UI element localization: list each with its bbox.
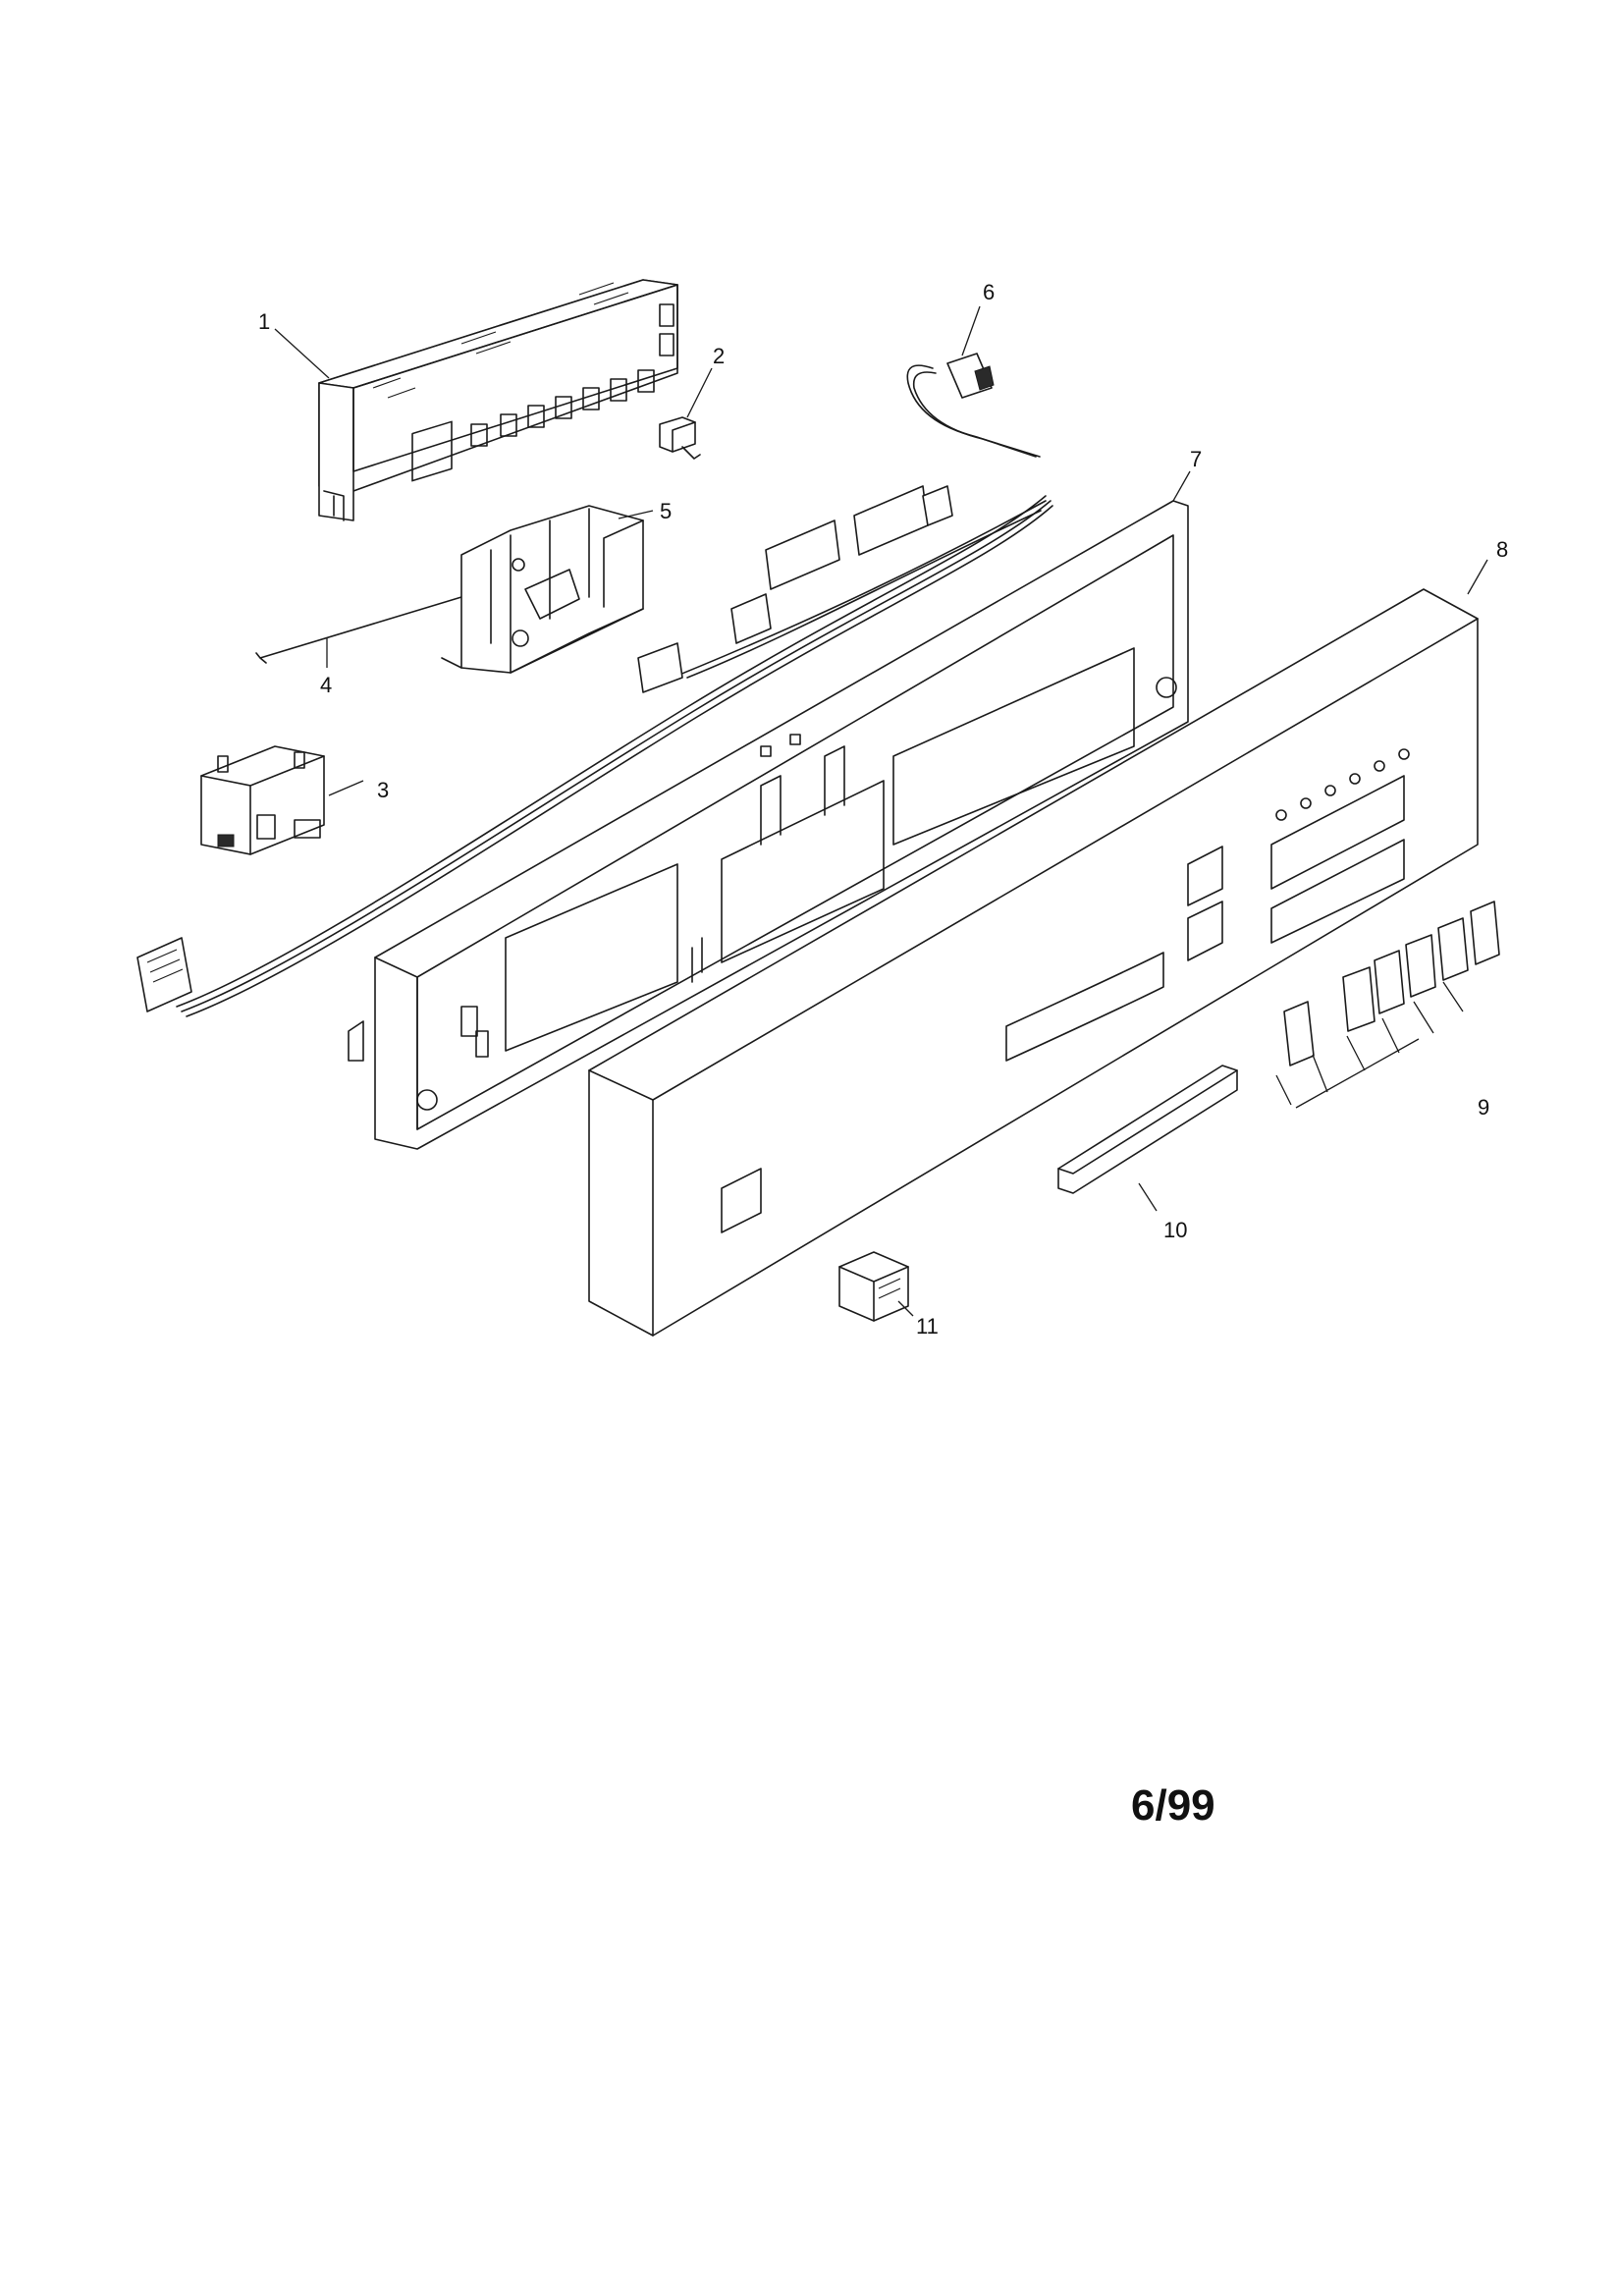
callout-8: 8 [1496,537,1508,562]
part-7-inner-panel [348,500,1189,1150]
callout-labels: 1 2 3 4 5 6 7 8 9 10 11 [258,280,1508,1339]
part-4-rod [255,596,462,664]
part-9-keys [1275,901,1500,1109]
callout-10: 10 [1163,1218,1187,1242]
part-1-control-module [318,279,678,521]
callout-3: 3 [377,778,389,802]
part-6-cable-plug [906,353,1041,458]
part-3-relay [200,745,325,855]
part-10-strip [1057,1065,1238,1194]
part-2-switch [659,416,701,460]
wire-harness [136,485,1053,1017]
revision-date: 6/99 [1131,1781,1215,1830]
callout-2: 2 [713,344,725,368]
leader-lines [274,305,1488,1317]
part-8-front-panel [588,588,1479,1337]
callout-9: 9 [1478,1095,1489,1120]
part-5-bracket [441,505,644,674]
callout-7: 7 [1190,447,1202,471]
callout-6: 6 [983,280,995,304]
part-11-knob [838,1251,909,1322]
callout-1: 1 [258,309,270,334]
callout-4: 4 [320,673,332,697]
callout-5: 5 [660,499,672,523]
callout-11: 11 [916,1314,939,1339]
